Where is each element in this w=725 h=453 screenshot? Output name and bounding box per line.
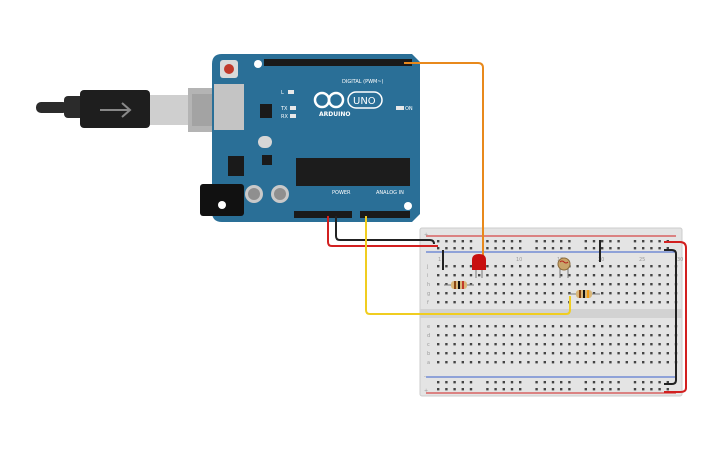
model-text: UNO [353, 96, 376, 107]
microcontroller-chip [296, 158, 410, 186]
led-icon[interactable] [472, 254, 486, 278]
photoresistor-icon[interactable] [557, 257, 571, 278]
digital-label: DIGITAL (PWM~) [342, 79, 384, 85]
row-letter: c [427, 342, 430, 348]
row-letter: f [427, 300, 429, 306]
row-letter: a [427, 360, 430, 366]
plus-label-top: + [424, 232, 428, 238]
row-letter: h [427, 282, 430, 288]
column-number: 30 [677, 257, 683, 263]
on-label: ON [405, 106, 413, 112]
tx-label: TX [280, 106, 288, 112]
resistor-icon[interactable] [444, 281, 474, 289]
wire-orange[interactable] [404, 62, 484, 264]
resistor-icon[interactable] [568, 290, 600, 298]
rx-label: RX [281, 114, 288, 120]
row-letter: g [427, 291, 430, 297]
row-letter: i [427, 273, 428, 279]
arduino-logo: ARDUINO UNO [313, 91, 383, 118]
reset-button[interactable] [224, 64, 234, 74]
row-letter: b [427, 351, 430, 357]
wire-red-rail[interactable] [664, 241, 687, 393]
brand-text: ARDUINO [319, 111, 350, 118]
usb-cable-icon[interactable] [36, 88, 224, 132]
wire-yellow-a0[interactable] [365, 216, 571, 315]
column-number: 20 [598, 257, 604, 263]
minus-label-bottom: - [424, 374, 426, 380]
analog-header[interactable] [360, 211, 410, 218]
l-label: L [281, 90, 284, 96]
row-letter: j [426, 264, 428, 270]
row-letter: e [427, 324, 430, 330]
wire-black-gnd[interactable] [335, 216, 435, 245]
power-label: POWER [332, 190, 351, 196]
wire-black-rail[interactable] [664, 249, 677, 385]
column-number: 25 [639, 257, 645, 263]
column-number: 10 [516, 257, 522, 263]
row-letter: d [427, 333, 430, 339]
arduino-board[interactable]: DIGITAL (PWM~) ARDUINO UNO L TX RX ON PO… [200, 54, 420, 222]
row-letters: j i h g f e d c b a [426, 264, 430, 366]
digital-header[interactable] [264, 59, 412, 66]
wire-red-5v[interactable] [327, 216, 438, 247]
column-number: 1 [438, 257, 441, 263]
breadboard-holes[interactable] [437, 240, 678, 391]
plus-label-bottom: + [424, 388, 428, 394]
power-header[interactable] [294, 211, 352, 218]
analog-label: ANALOG IN [376, 190, 404, 196]
breadboard[interactable]: + + - j i h g f e d c b a 1 5 10 15 20 2… [419, 227, 683, 397]
